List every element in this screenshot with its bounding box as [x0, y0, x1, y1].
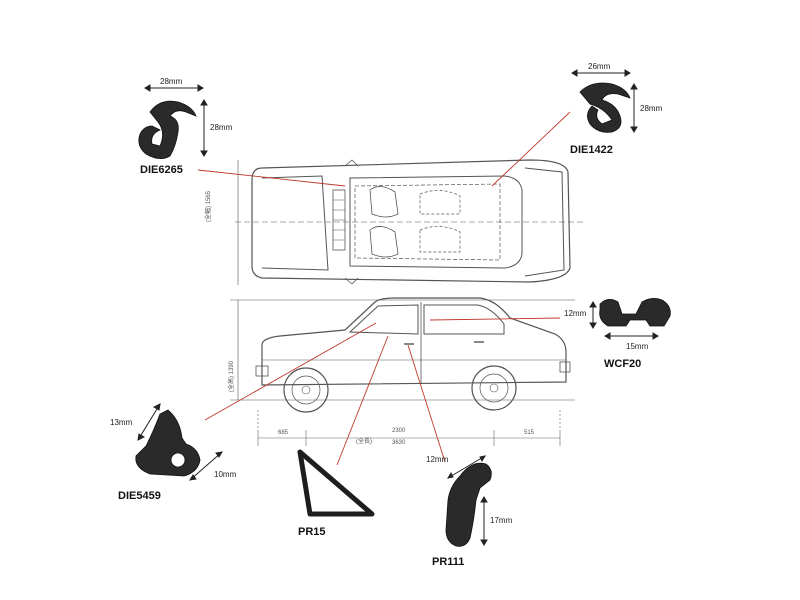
- die6265-label: DIE6265: [140, 164, 183, 176]
- wcf20-height: 12mm: [564, 309, 587, 318]
- die5459-hole: [170, 452, 186, 468]
- die1422-profile: [579, 82, 631, 133]
- dim-wheelbase: 2300: [392, 428, 406, 434]
- pr111-label: PR111: [432, 556, 465, 568]
- die5459-height: 13mm: [110, 418, 133, 427]
- dimension-arrows: [137, 69, 659, 546]
- wcf20-width: 15mm: [626, 342, 649, 351]
- pr111-width: 12mm: [426, 455, 449, 464]
- die5459-profile: [135, 409, 201, 477]
- dimension-lines: [257, 410, 561, 446]
- dim-rear-overhang: 515: [524, 430, 535, 436]
- dim-total-length: 3630: [392, 440, 406, 446]
- leader-lines: [197, 111, 571, 466]
- die6265-height: 28mm: [210, 123, 233, 132]
- pr15-label: PR15: [298, 526, 326, 538]
- pr15-profile: [297, 449, 375, 517]
- wcf20-profile: [599, 298, 671, 327]
- dim-side-height: (全高) 1390: [229, 360, 235, 392]
- car-side-view: [230, 297, 575, 413]
- die5459-width: 10mm: [214, 470, 237, 479]
- die5459-label: DIE5459: [118, 490, 161, 502]
- pr111-height: 17mm: [490, 516, 513, 525]
- car-top-view: [235, 159, 585, 285]
- die6265-profile: [138, 100, 197, 159]
- die1422-height: 28mm: [640, 104, 663, 113]
- rubber-seal-profiles: [135, 82, 671, 547]
- dim-total-label: (全長): [356, 439, 372, 445]
- die1422-label: DIE1422: [570, 144, 613, 156]
- dim-top-width: (全幅) 1565: [206, 190, 212, 222]
- die6265-width: 28mm: [160, 77, 183, 86]
- wcf20-label: WCF20: [604, 358, 642, 370]
- pr111-profile: [445, 462, 492, 547]
- dim-front-overhang: 685: [278, 430, 289, 436]
- die1422-width: 26mm: [588, 62, 611, 71]
